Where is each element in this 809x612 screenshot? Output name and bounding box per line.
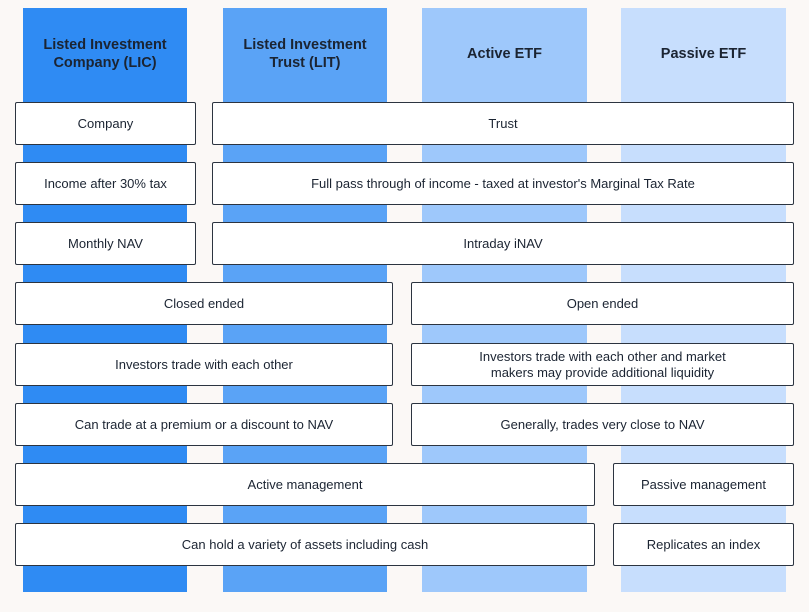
cell-assets-active: Can hold a variety of assets including c… (15, 523, 595, 566)
cell-pricing-etf: Generally, trades very close to NAV (411, 403, 794, 446)
cell-trading-etf: Investors trade with each other and mark… (411, 343, 794, 386)
cell-ended-etf: Open ended (411, 282, 794, 325)
cell-assets-passive: Replicates an index (613, 523, 794, 566)
column-header-lit: Listed Investment Trust (LIT) (243, 36, 367, 71)
cell-tax-lic: Income after 30% tax (15, 162, 196, 205)
column-header-active-etf: Active ETF (467, 45, 542, 62)
cell-nav-others: Intraday iNAV (212, 222, 794, 265)
cell-structure-others: Trust (212, 102, 794, 145)
cell-ended-listed: Closed ended (15, 282, 393, 325)
cell-tax-others: Full pass through of income - taxed at i… (212, 162, 794, 205)
column-header-passive-etf: Passive ETF (660, 45, 747, 62)
column-header-lic: Listed Investment Company (LIC) (43, 36, 167, 71)
cell-trading-listed: Investors trade with each other (15, 343, 393, 386)
cell-structure-lic: Company (15, 102, 196, 145)
cell-nav-lic: Monthly NAV (15, 222, 196, 265)
cell-pricing-listed: Can trade at a premium or a discount to … (15, 403, 393, 446)
cell-management-active: Active management (15, 463, 595, 506)
cell-management-passive: Passive management (613, 463, 794, 506)
